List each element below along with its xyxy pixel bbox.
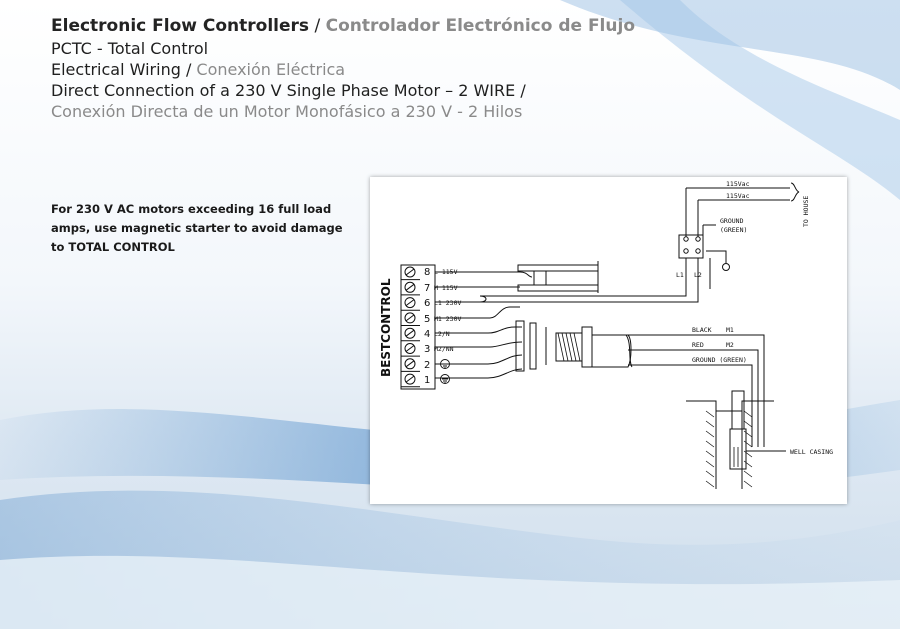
conduit-gland-mid: [517, 284, 599, 292]
supply-label-1: 115Vac: [726, 180, 750, 188]
terminal-screw: [404, 297, 416, 309]
locknut-left: [515, 320, 525, 372]
section-separator: /: [180, 60, 197, 79]
ground-label: GROUND: [720, 217, 744, 225]
terminal-screw: [404, 373, 416, 385]
conduit-gland-top: [517, 264, 599, 272]
terminal-screw: [404, 343, 416, 354]
red-wire-motor: M2: [726, 341, 734, 349]
ground-wire-label: GROUND (GREEN): [692, 356, 747, 364]
ground-symbol-2: [440, 359, 450, 369]
well-casing-left: [686, 400, 717, 489]
terminal-screw-slot: [405, 360, 415, 368]
section-title: Electrical Wiring / Conexión Eléctrica: [51, 59, 635, 80]
terminal-1-number: 1: [424, 375, 430, 386]
terminal-2-number: 2: [424, 360, 430, 371]
terminal-screw-slot: [405, 283, 415, 291]
to-house-label: TO HOUSE: [802, 196, 810, 227]
warning-note: For 230 V AC motors exceeding 16 full lo…: [51, 202, 343, 254]
section-english: Electrical Wiring: [51, 60, 181, 79]
terminal-screw-slot: [405, 268, 415, 276]
terminal-3-number: 3: [424, 344, 430, 355]
terminal-5-number: 5: [424, 314, 430, 325]
terminal-screw-slot: [405, 375, 415, 383]
brand-label: BESTCONTROL: [379, 278, 393, 377]
terminal-screw: [404, 312, 416, 324]
page-title: Electronic Flow Controllers / Controlado…: [51, 14, 635, 38]
diagram-title-spanish: Conexión Directa de un Motor Monofásico …: [51, 102, 523, 121]
well-casing-label: WELL CASING: [790, 448, 833, 456]
to-house-brace: [790, 182, 800, 202]
ground-color-label: (GREEN): [720, 226, 747, 234]
supply-label-2: 115Vac: [726, 192, 750, 200]
terminal-6-label: L1 230V: [434, 299, 461, 307]
terminal-3-label: M2/NN: [434, 345, 454, 353]
section-spanish: Conexión Eléctrica: [196, 60, 346, 79]
terminal-8-label: L 115V: [434, 268, 458, 276]
diagram-title-english: Direct Connection of a 230 V Single Phas…: [51, 81, 526, 100]
terminal-screw: [404, 327, 416, 339]
terminal-4-number: 4: [424, 329, 430, 340]
ground-terminal: [722, 263, 730, 271]
title-english: Electronic Flow Controllers: [51, 16, 310, 36]
terminal-screw-slot: [405, 314, 415, 322]
black-wire-label: BLACK: [692, 326, 712, 334]
title-spanish: Controlador Electrónico de Flujo: [325, 16, 635, 36]
wiring-diagram: BESTCONTROL 8 L 115V 7 M 115V 6 L1 230V …: [370, 177, 847, 504]
wiring-diagram-svg: BESTCONTROL 8 L 115V 7 M 115V 6 L1 230V …: [379, 180, 833, 489]
terminal-block: [400, 264, 436, 390]
terminal-screw-slot: [405, 345, 415, 352]
terminal-screw-slot: [405, 329, 415, 337]
terminal-5-label: M1 230V: [434, 315, 461, 323]
black-wire-motor: M1: [726, 326, 734, 334]
l1-label: L1: [676, 271, 684, 279]
red-wire-label: RED: [692, 341, 704, 349]
terminal-7-label: M 115V: [434, 284, 458, 292]
title-separator: /: [309, 16, 326, 36]
l2-label: L2: [694, 271, 702, 279]
junction-box: [678, 234, 704, 259]
terminal-screw: [404, 358, 416, 370]
ground-symbol-1: [440, 374, 450, 384]
terminal-8-number: 8: [424, 267, 430, 278]
submersible-pump: [729, 428, 747, 470]
terminal-screw: [404, 266, 416, 278]
terminal-4-label: L2/N: [434, 330, 450, 338]
terminal-7-number: 7: [424, 283, 430, 294]
terminal-screw-slot: [405, 299, 415, 306]
terminal-6-number: 6: [424, 298, 430, 309]
terminal-screw: [404, 281, 416, 293]
fitting-nut: [581, 326, 593, 368]
product-name: PCTC - Total Control: [51, 39, 209, 58]
page-header: Electronic Flow Controllers / Controlado…: [51, 14, 635, 122]
